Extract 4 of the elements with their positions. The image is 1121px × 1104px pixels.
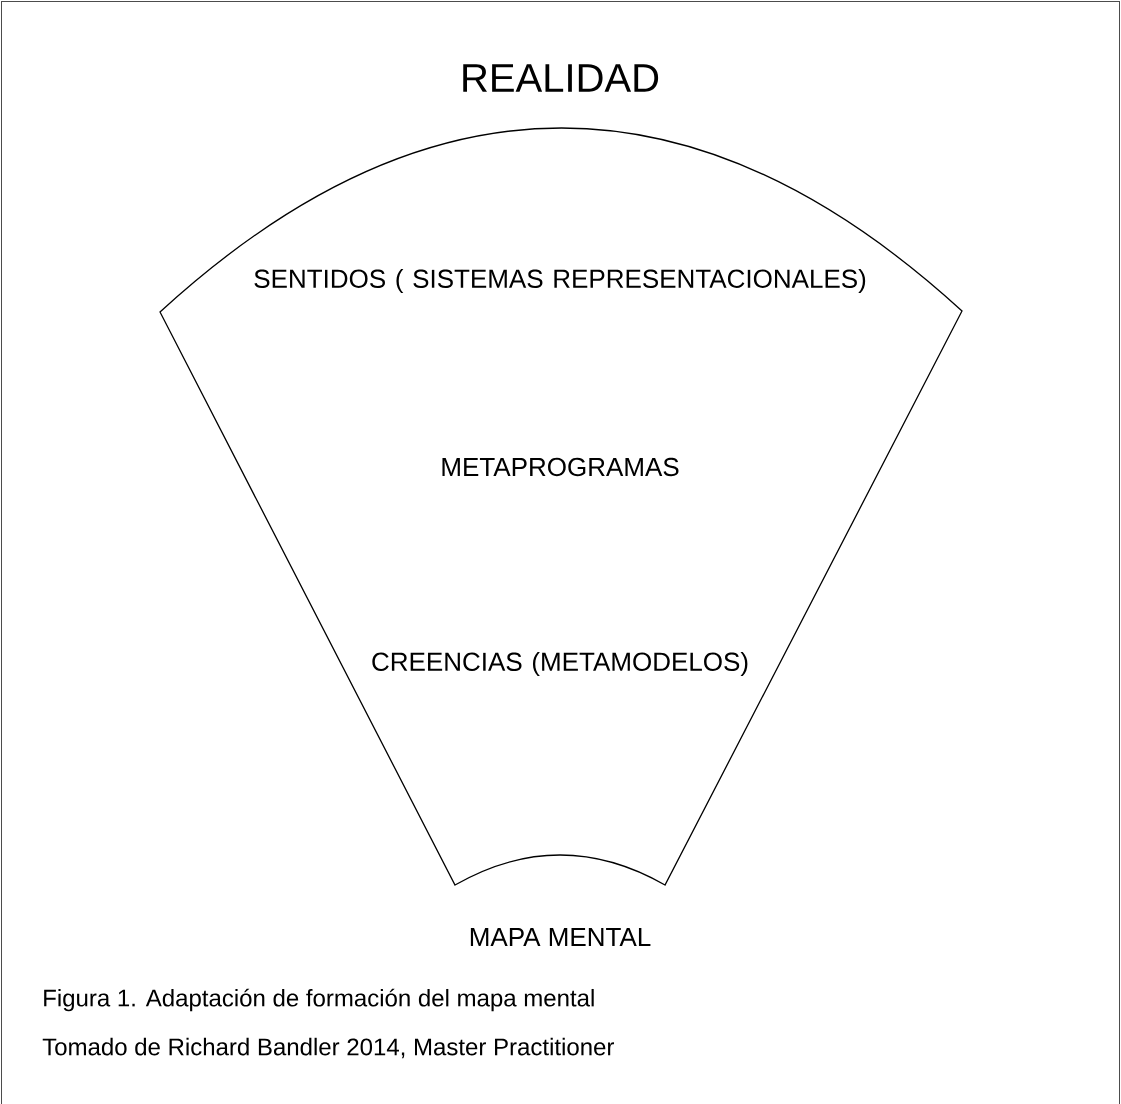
node-label: MAPA MENTAL xyxy=(470,928,651,946)
source-note: Tomado de Richard Bandler 2014, Master Practitioner xyxy=(42,1037,614,1059)
title: REALIDAD xyxy=(463,64,659,92)
caption: Figura 1. Adaptación de formación del mapa mental xyxy=(44,988,594,1012)
